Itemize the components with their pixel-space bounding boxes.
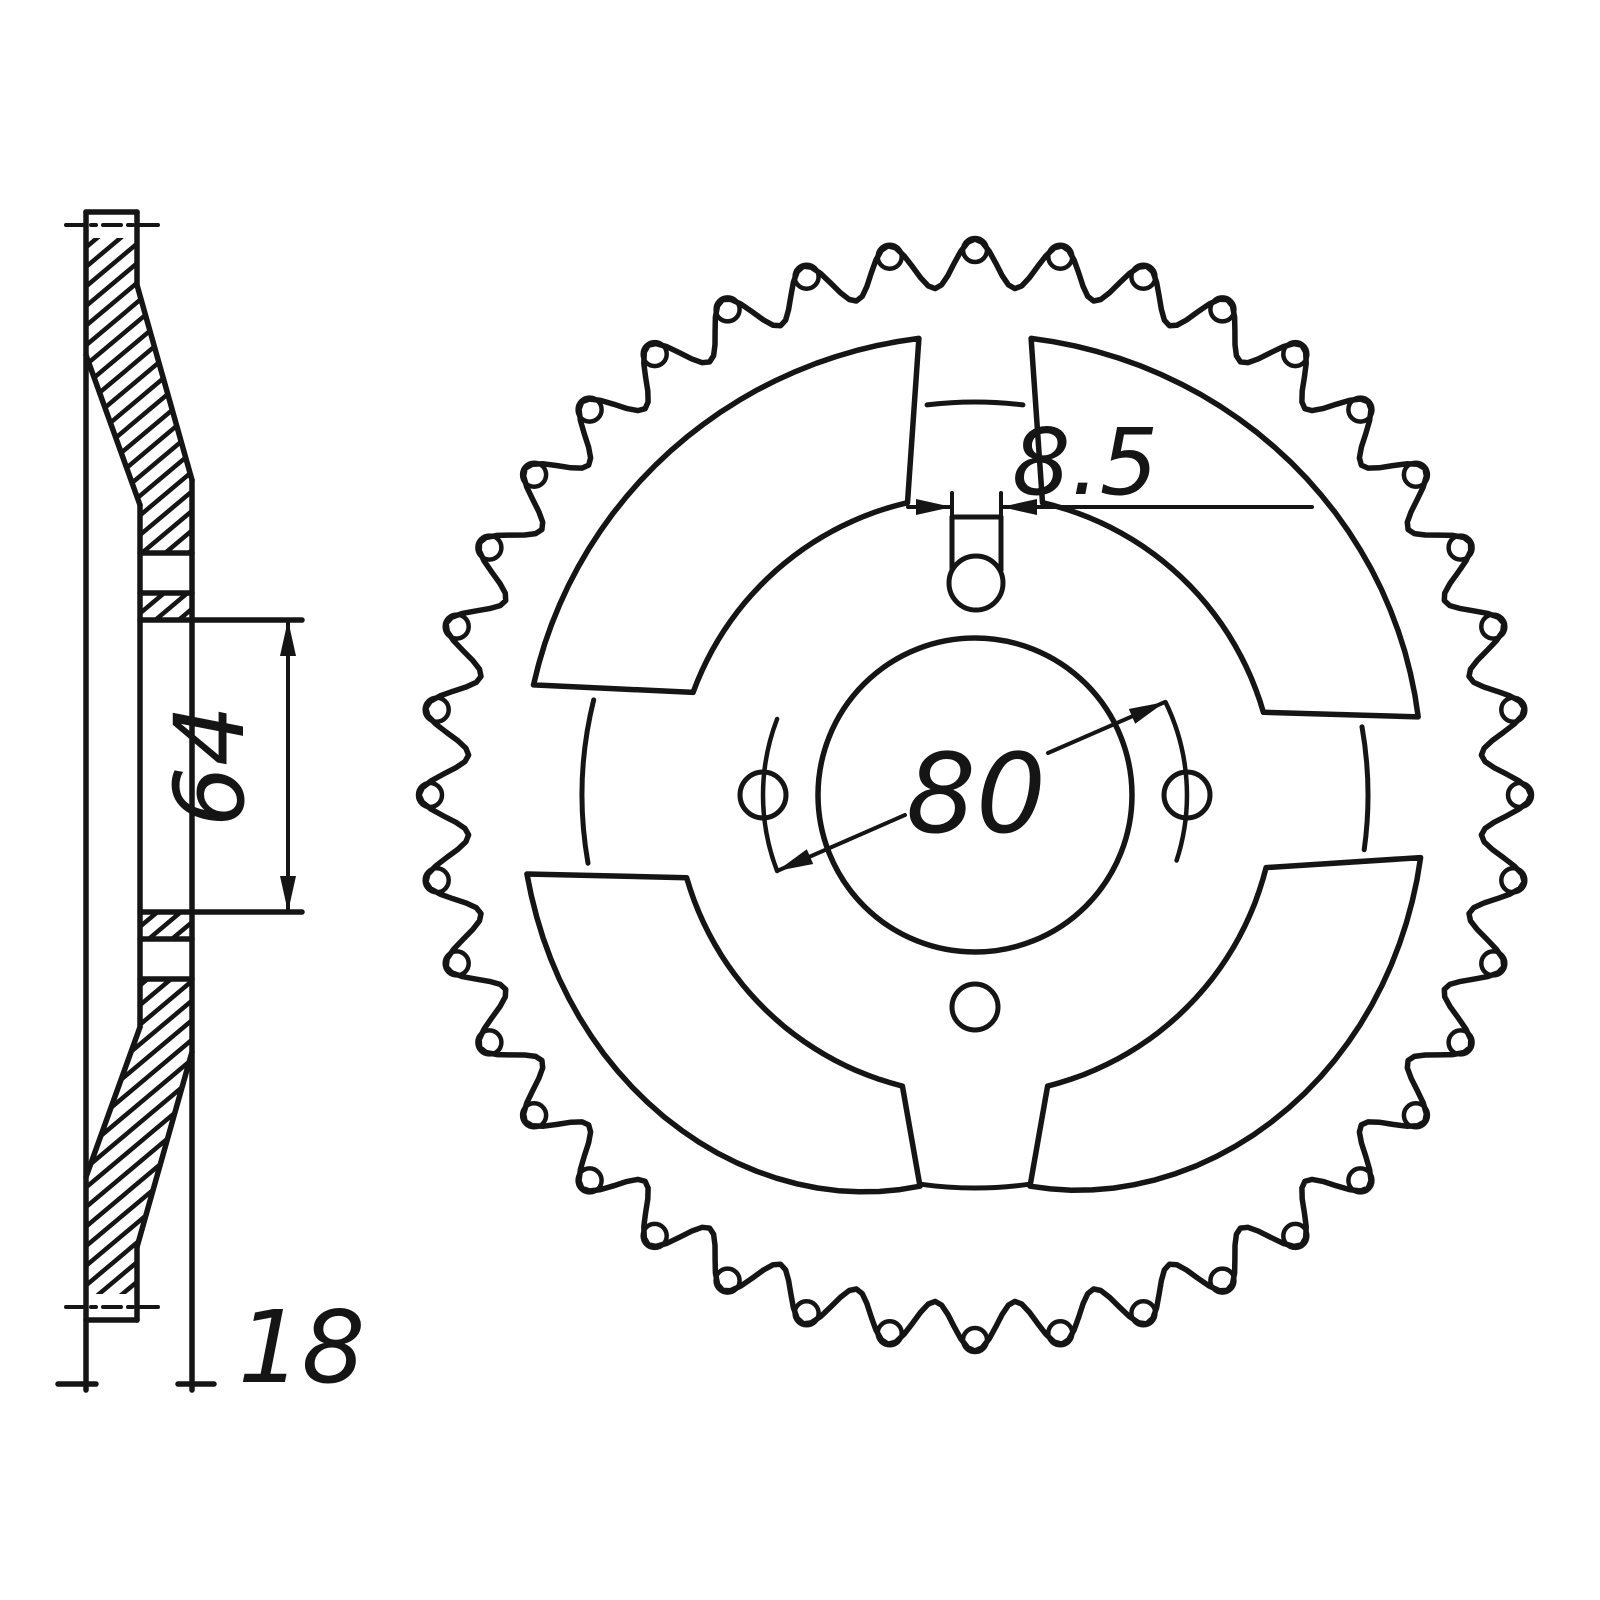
kidney-cutouts (524, 335, 1424, 1195)
dimension-thickness: 18 (238, 1289, 365, 1406)
hub-diameter-label: 64 (154, 705, 266, 827)
bolt-circle-arcs (760, 699, 1190, 874)
slot-width-label: 8.5 (1012, 409, 1158, 516)
section-outline (55, 209, 305, 1393)
sprocket-front-view: 8.5 80 (415, 235, 1535, 1355)
bolt-holes-and-bore (737, 635, 1213, 1033)
dimension-hub-diameter: 64 (154, 618, 296, 914)
gear-teeth-outline (415, 235, 1535, 1355)
dimension-slot-width: 8.5 (906, 409, 1314, 516)
rim-circle-arcs (579, 399, 1371, 1191)
bolt-circle-label: 80 (906, 730, 1046, 858)
thickness-label: 18 (238, 1289, 365, 1406)
dimension-bolt-circle: 80 (775, 700, 1167, 873)
